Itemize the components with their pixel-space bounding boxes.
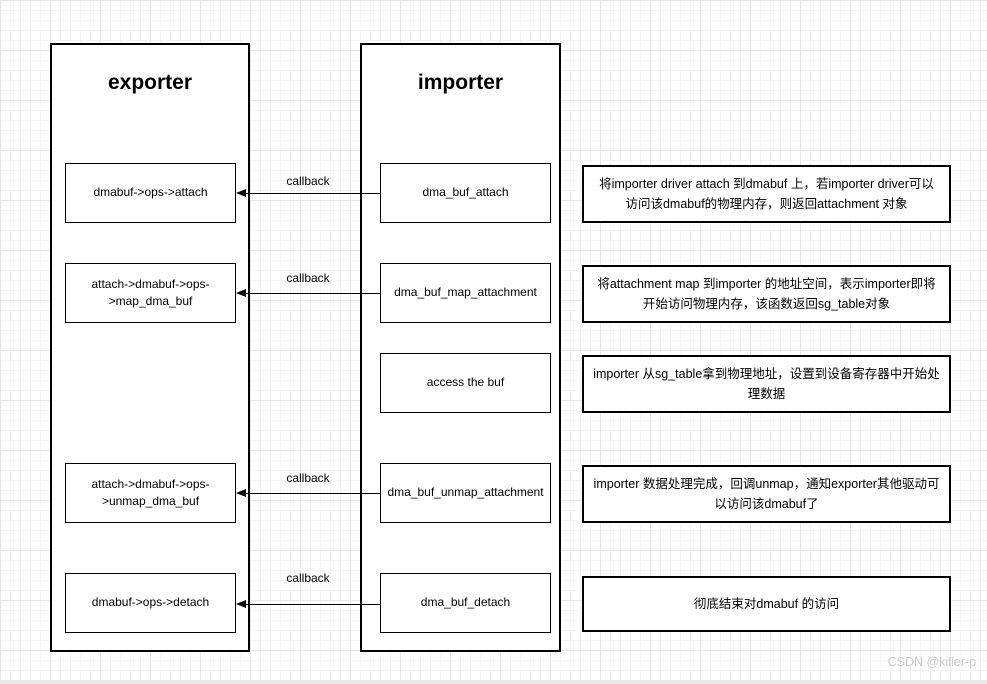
arrow-left-head-icon xyxy=(236,600,246,608)
arrow-line xyxy=(240,493,380,494)
callback-label: callback xyxy=(286,571,330,585)
description-attach: 将importer driver attach 到dmabuf 上，若impor… xyxy=(582,165,951,223)
node-access-the-buf: access the buf xyxy=(380,353,551,413)
callback-label: callback xyxy=(286,471,330,485)
node-dmabuf-ops-detach: dmabuf->ops->detach xyxy=(65,573,236,633)
exporter-title: exporter xyxy=(107,71,193,94)
arrow-line xyxy=(240,193,380,194)
node-dmabuf-ops-attach: dmabuf->ops->attach xyxy=(65,163,236,223)
arrow-line xyxy=(240,604,380,605)
arrow-line xyxy=(240,293,380,294)
description-map-attachment: 将attachment map 到importer 的地址空间，表示import… xyxy=(582,265,951,323)
importer-title: importer xyxy=(417,71,504,94)
arrow-left-head-icon xyxy=(236,489,246,497)
node-dma-buf-map-attachment: dma_buf_map_attachment xyxy=(380,263,551,323)
arrow-left-head-icon xyxy=(236,189,246,197)
description-access-buf: importer 从sg_table拿到物理地址，设置到设备寄存器中开始处理数据 xyxy=(582,355,951,413)
callback-label: callback xyxy=(286,174,330,188)
node-dma-buf-unmap-attachment: dma_buf_unmap_attachment xyxy=(380,463,551,523)
arrow-left-head-icon xyxy=(236,289,246,297)
node-dma-buf-detach: dma_buf_detach xyxy=(380,573,551,633)
bottom-edge-strip xyxy=(0,680,987,684)
node-dmabuf-ops-map-dma-buf: attach->dmabuf->ops->map_dma_buf xyxy=(65,263,236,323)
node-dmabuf-ops-unmap-dma-buf: attach->dmabuf->ops->unmap_dma_buf xyxy=(65,463,236,523)
description-unmap: importer 数据处理完成，回调unmap，通知exporter其他驱动可以… xyxy=(582,465,951,523)
callback-label: callback xyxy=(286,271,330,285)
csdn-watermark: CSDN @killer-p xyxy=(887,655,976,669)
node-dma-buf-attach: dma_buf_attach xyxy=(380,163,551,223)
exporter-container: exporter dmabuf->ops->attach attach->dma… xyxy=(50,43,250,652)
description-detach: 彻底结束对dmabuf 的访问 xyxy=(582,576,951,632)
importer-container: importer dma_buf_attach dma_buf_map_atta… xyxy=(360,43,561,652)
